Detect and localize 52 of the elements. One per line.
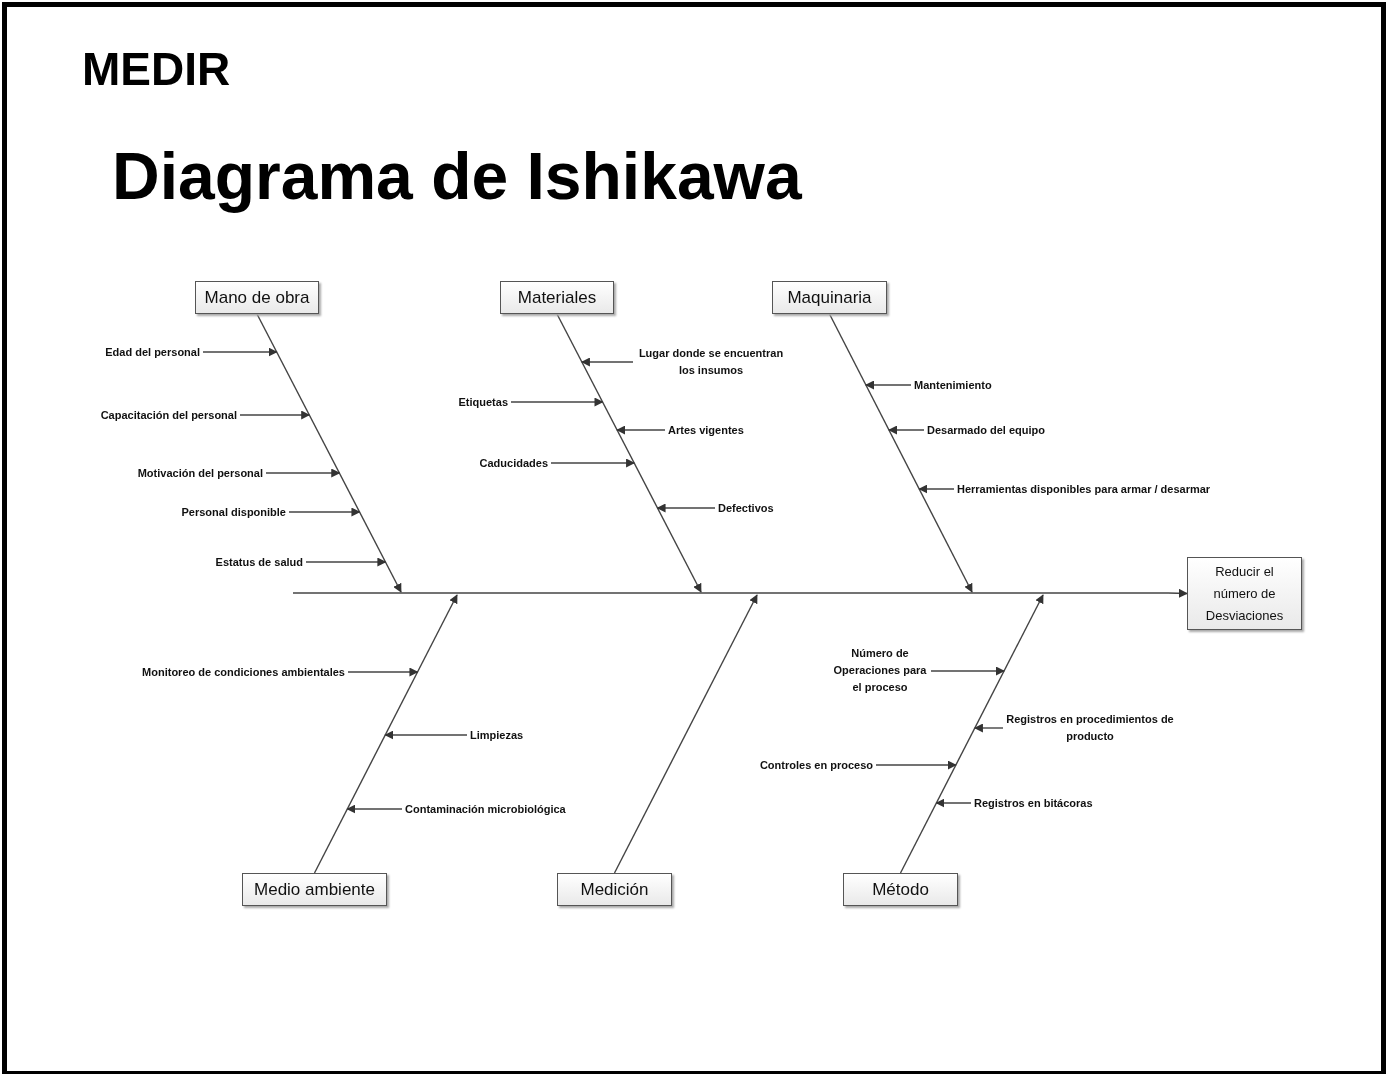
cause-arrow [656, 503, 716, 513]
cause-arrow [265, 468, 341, 478]
cause-arrow [930, 666, 1005, 676]
bone-arrow [613, 594, 758, 874]
category-box: Mano de obra [195, 281, 319, 314]
cause-arrow [875, 760, 957, 770]
spine-line [292, 592, 1169, 594]
cause-label: Mantenimiento [914, 376, 992, 394]
cause-label: Etiquetas [458, 393, 508, 411]
cause-arrow [347, 667, 419, 677]
cause-arrow [888, 425, 925, 435]
category-box: Materiales [500, 281, 614, 314]
section-heading: MEDIR [82, 42, 231, 96]
cause-label: Artes vigentes [668, 421, 744, 439]
cause-arrow [935, 798, 972, 808]
cause-arrow [202, 347, 278, 357]
cause-label: Número de Operaciones para el proceso [832, 645, 928, 696]
cause-arrow [346, 804, 403, 814]
cause-arrow [550, 458, 636, 468]
cause-label: Defectivos [718, 499, 774, 517]
cause-label: Edad del personal [105, 343, 200, 361]
cause-label: Lugar donde se encuentran los insumos [636, 345, 786, 379]
cause-label: Monitoreo de condiciones ambientales [142, 663, 345, 681]
cause-label: Desarmado del equipo [927, 421, 1045, 439]
category-box: Maquinaria [772, 281, 887, 314]
cause-arrow [384, 730, 468, 740]
cause-arrow [865, 380, 912, 390]
cause-label: Estatus de salud [215, 553, 303, 571]
cause-arrow [973, 723, 1004, 733]
category-box: Medición [557, 873, 672, 906]
cause-arrow [580, 357, 634, 367]
cause-arrow [510, 397, 604, 407]
effect-box: Reducir el número de Desviaciones [1187, 557, 1302, 630]
cause-label: Registros en procedimientos de producto [1006, 711, 1174, 745]
cause-arrow [616, 425, 666, 435]
cause-label: Registros en bitácoras [974, 794, 1093, 812]
cause-label: Herramientas disponibles para armar / desarmar [957, 480, 1211, 498]
cause-label: Capacitación del personal [100, 406, 237, 424]
cause-label: Contaminación microbiológica [405, 800, 566, 818]
cause-label: Limpiezas [470, 726, 524, 744]
cause-label: Caducidades [479, 454, 548, 472]
cause-label: Controles en proceso [759, 756, 873, 774]
cause-label: Personal disponible [181, 503, 286, 521]
cause-arrow [918, 484, 955, 494]
diagram-title: Diagrama de Ishikawa [112, 138, 802, 214]
category-box: Método [843, 873, 958, 906]
cause-arrow [239, 410, 311, 420]
cause-label: Motivación del personal [137, 464, 263, 482]
cause-arrow [305, 557, 387, 567]
spine-arrow [1167, 588, 1188, 598]
cause-arrow [288, 507, 361, 517]
category-box: Medio ambiente [242, 873, 387, 906]
